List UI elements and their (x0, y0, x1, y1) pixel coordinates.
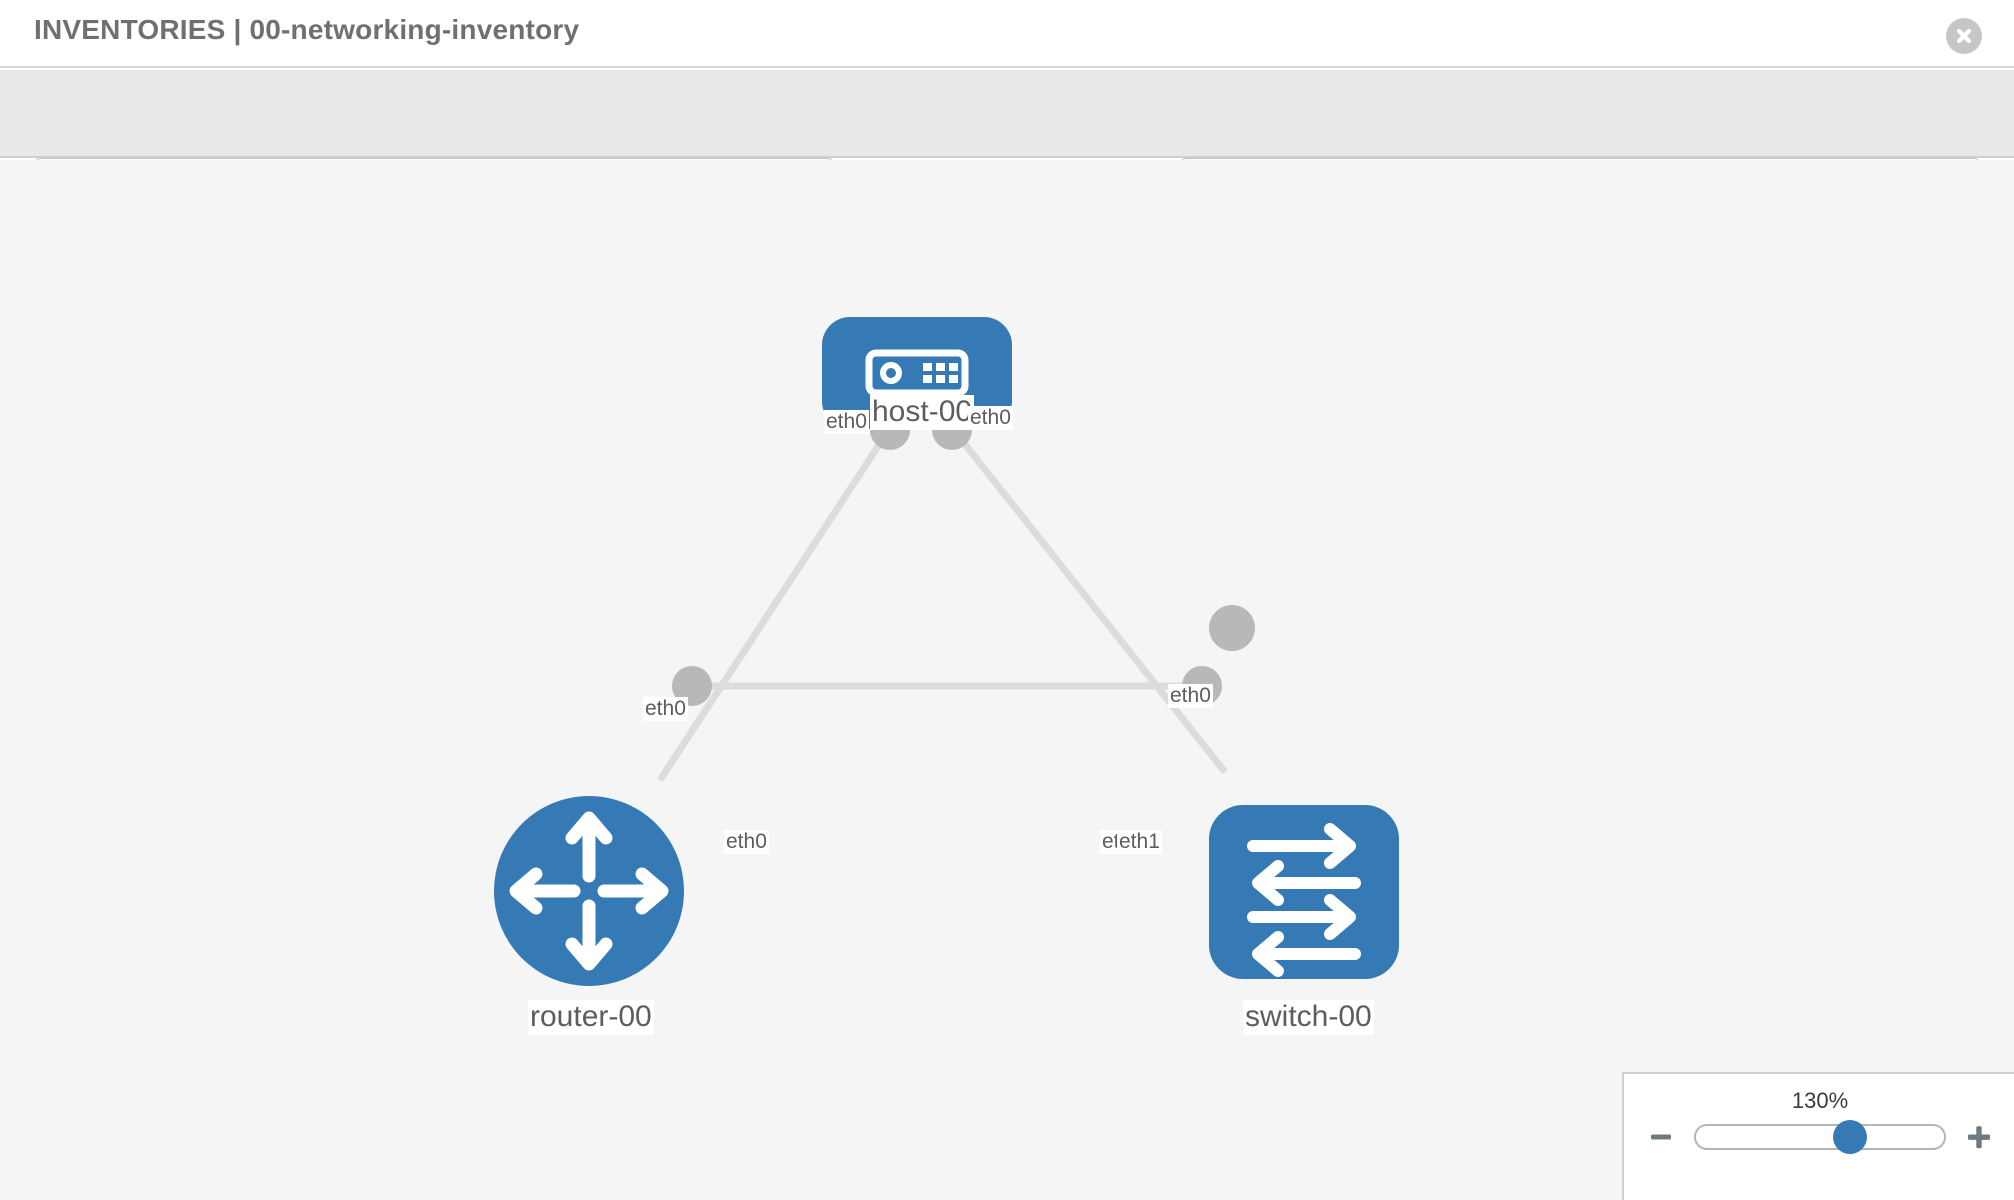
topology-canvas[interactable]: eth0 host-00 eth0 eth0 eth0 eth0 eth0 et… (0, 160, 2014, 1200)
topology-graph (494, 317, 1399, 986)
topology-ports (672, 410, 1255, 706)
zoom-control: 130% (1622, 1072, 2014, 1200)
link-host-router (657, 426, 893, 782)
edge-label-host-right-port: eth0 (968, 406, 1013, 431)
link-host-switch (949, 425, 1228, 775)
edge-label-router-right-port: eth0 (724, 830, 769, 855)
page-header: INVENTORIES | 00-networking-inventory (0, 0, 2014, 68)
node-label-router-00: router-00 (528, 1000, 654, 1035)
port-switch-top (1209, 605, 1255, 651)
node-label-switch-00: switch-00 (1243, 1000, 1374, 1035)
node-switch-00 (1209, 805, 1399, 979)
node-router-00 (494, 796, 684, 986)
zoom-slider-thumb[interactable] (1832, 1120, 1867, 1154)
zoom-slider-track[interactable] (1694, 1120, 1946, 1154)
node-label-host-00: host-00 (870, 395, 975, 430)
topology-links (657, 425, 1228, 782)
edge-label-host-left-port: eth0 (824, 410, 869, 435)
edge-label-switch-uplink-port: eth0 (1168, 684, 1213, 709)
toolbar: ACTIONS SEARCH (0, 70, 2014, 210)
minus-icon[interactable] (1646, 1122, 1676, 1152)
plus-icon[interactable] (1964, 1122, 1994, 1152)
zoom-slider-row (1624, 1120, 2014, 1154)
edge-label-router-uplink-port: eth0 (643, 697, 688, 722)
port-router-right (672, 666, 712, 706)
page-title: INVENTORIES | 00-networking-inventory (34, 14, 580, 45)
edge-label-switch-left-port: eth1 (1117, 830, 1162, 855)
zoom-percent-label: 130% (1791, 1088, 1849, 1113)
close-icon[interactable] (1946, 18, 1982, 54)
